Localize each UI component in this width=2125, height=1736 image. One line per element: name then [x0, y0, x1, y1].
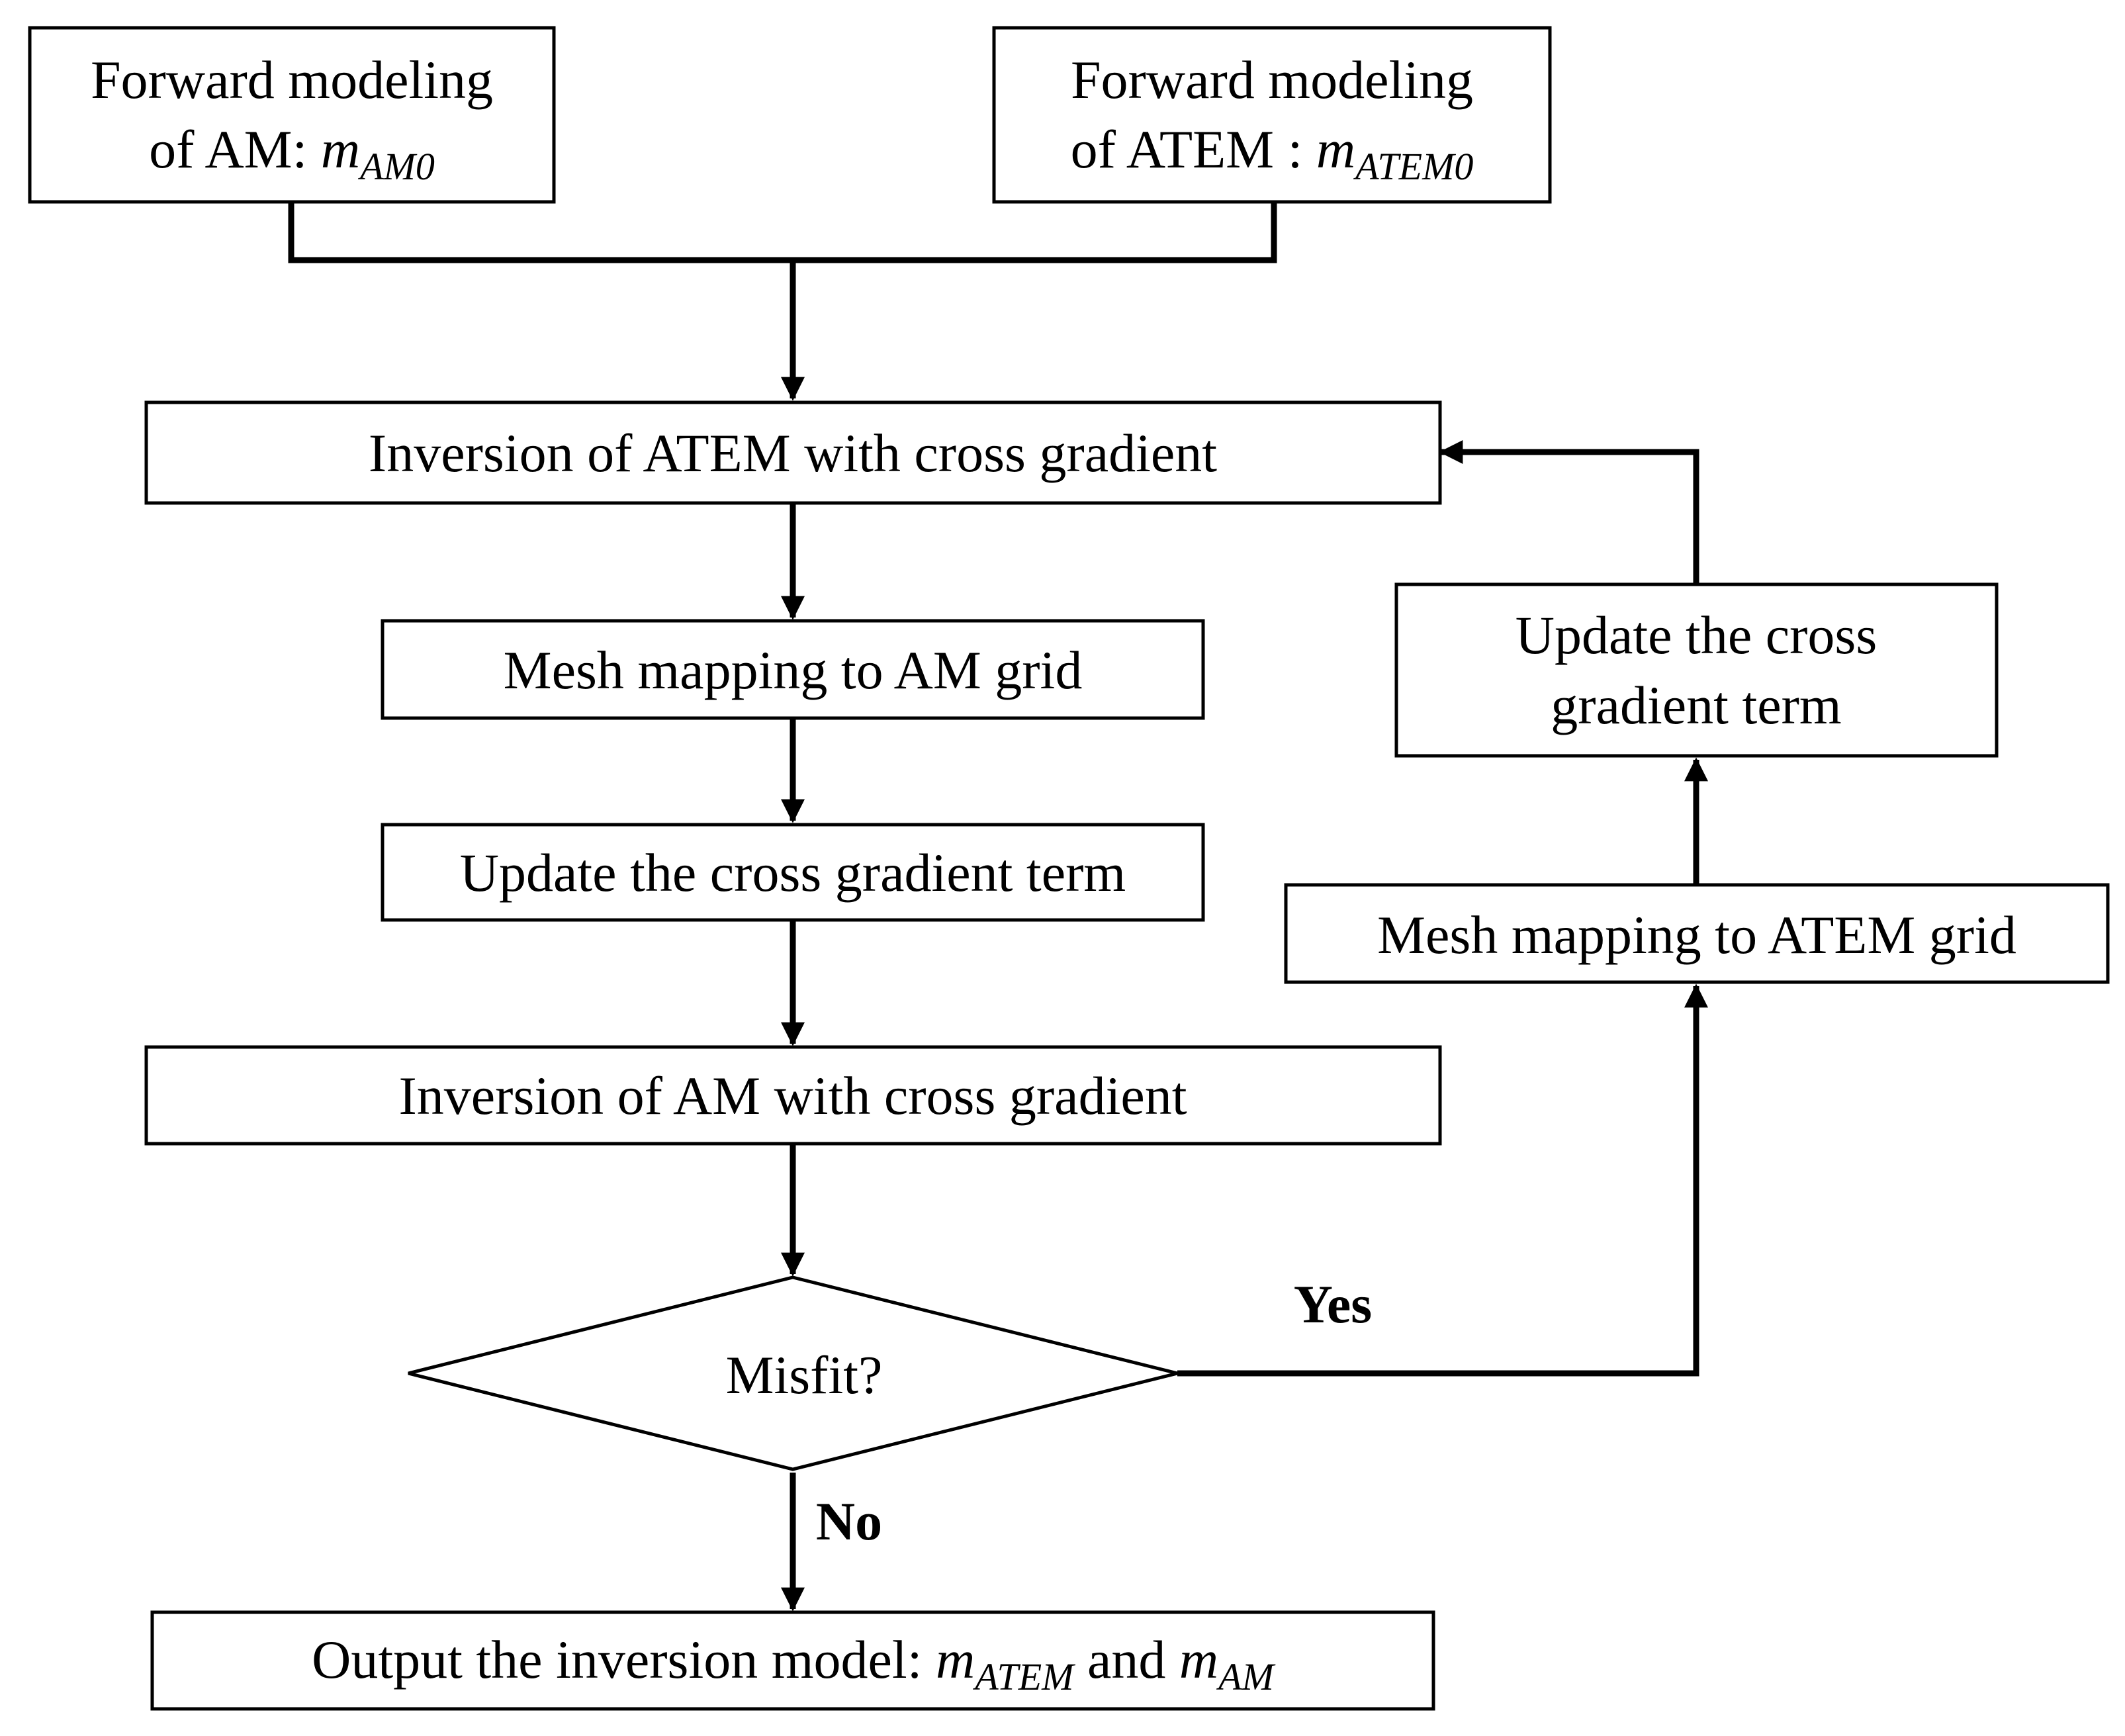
connectors [288, 202, 1708, 1612]
mesh-atem-label: Mesh mapping to ATEM grid [1377, 905, 2016, 965]
arrow-back-to-inv-atem [1439, 440, 1699, 584]
arrow-yes-to-mesh-atem [1177, 983, 1708, 1377]
box-inv-atem [144, 400, 1442, 505]
box-update-right [1394, 582, 1999, 758]
no-label: No [816, 1491, 882, 1551]
forward-atem-line1: Forward modeling [1071, 50, 1473, 110]
forward-am-line2: of AM: mAM0 [149, 119, 435, 188]
box-mesh-atem [1284, 883, 2110, 984]
mesh-am-label: Mesh mapping to AM grid [504, 640, 1083, 700]
forward-am-line1: Forward modeling [91, 50, 493, 110]
boxes [28, 26, 2110, 1711]
box-inv-am [144, 1045, 1442, 1146]
yes-label: Yes [1294, 1274, 1372, 1334]
connector-forward-merge [288, 202, 1277, 263]
box-output [150, 1610, 1435, 1711]
box-forward-atem [992, 26, 1552, 204]
output-label: Output the inversion model: mATEM and mA… [312, 1629, 1275, 1698]
misfit-label: Misfit? [726, 1345, 883, 1405]
decision-misfit [408, 1275, 1178, 1471]
box-update-left [381, 823, 1205, 922]
box-mesh-am [381, 619, 1205, 720]
forward-atem-line2: of ATEM : mATEM0 [1071, 119, 1474, 188]
update-right-line1: Update the cross [1515, 605, 1877, 665]
box-forward-am [28, 26, 556, 204]
update-right-line2: gradient term [1551, 675, 1841, 735]
update-left-label: Update the cross gradient term [460, 843, 1126, 903]
inv-atem-label: Inversion of ATEM with cross gradient [369, 423, 1217, 483]
inv-am-label: Inversion of AM with cross gradient [398, 1066, 1187, 1126]
